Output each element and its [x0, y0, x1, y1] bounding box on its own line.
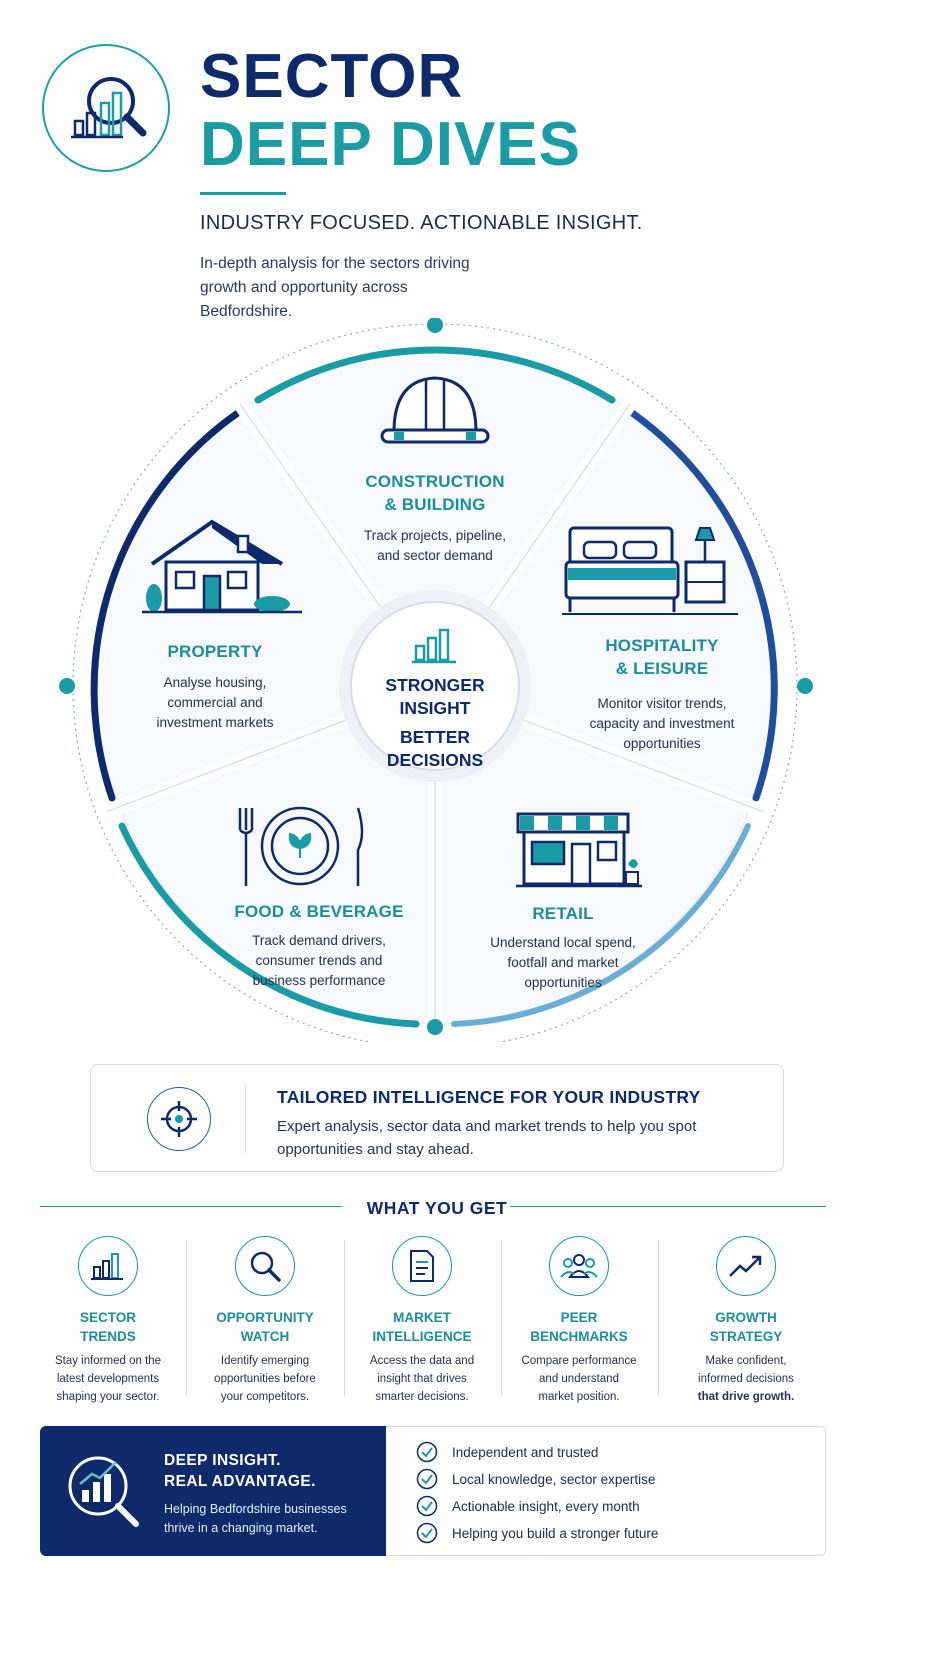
banner-text: Helping Bedfordshire businesses thrive i… — [164, 1502, 347, 1535]
segment-food-beverage[interactable]: FOOD & BEVERAGE Track demand drivers, co… — [208, 900, 430, 991]
property-text-2: commercial and — [167, 695, 263, 710]
bed-icon — [562, 522, 738, 622]
check-item-label: Actionable insight, every month — [452, 1498, 640, 1514]
check-circle-icon — [416, 1522, 438, 1544]
food-text-2: consumer trends and — [255, 953, 383, 968]
property-text-1: Analyse housing, — [163, 675, 267, 690]
benefit-divider — [658, 1240, 659, 1396]
hub-chart-icon — [412, 620, 460, 664]
bar-chart-icon — [78, 1236, 138, 1296]
title-divider — [200, 192, 286, 195]
document-icon — [392, 1236, 452, 1296]
hospitality-text-2: capacity and investment — [589, 716, 735, 731]
tailored-intelligence-box: TAILORED INTELLIGENCE FOR YOUR INDUSTRY … — [90, 1064, 784, 1172]
hospitality-title-1: HOSPITALITY — [605, 636, 719, 655]
food-title-1: FOOD & BEVERAGE — [234, 902, 404, 921]
page-title-line1: SECTOR — [200, 42, 464, 111]
benefit-divider — [344, 1240, 345, 1396]
benefit-divider — [186, 1240, 187, 1396]
check-item: Helping you build a stronger future — [416, 1522, 658, 1544]
people-icon — [549, 1236, 609, 1296]
hub-text: STRONGER INSIGHT BETTER DECISIONS — [355, 674, 515, 772]
hospitality-text-1: Monitor visitor trends, — [597, 696, 727, 711]
segment-construction[interactable]: CONSTRUCTION & BUILDING Track projects, … — [315, 470, 555, 566]
hard-hat-icon — [376, 370, 494, 456]
page-title-line2: DEEP DIVES — [200, 110, 582, 179]
magnifier-icon — [235, 1236, 295, 1296]
tailored-title: TAILORED INTELLIGENCE FOR YOUR INDUSTRY — [277, 1087, 701, 1107]
check-item-label: Independent and trusted — [452, 1444, 599, 1460]
segment-hospitality[interactable]: HOSPITALITY & LEISURE Monitor visitor tr… — [562, 634, 762, 754]
wyg-rule-right — [510, 1206, 826, 1207]
tailored-text: Expert analysis, sector data and market … — [277, 1118, 697, 1158]
hub-line-4: DECISIONS — [386, 750, 484, 770]
retail-text-2: footfall and market — [507, 955, 619, 970]
hub-line-1: STRONGER — [385, 675, 485, 695]
hospitality-title-2: & LEISURE — [615, 659, 709, 678]
house-icon — [142, 514, 302, 618]
check-item-label: Local knowledge, sector expertise — [452, 1471, 656, 1487]
check-circle-icon — [416, 1495, 438, 1517]
check-item: Local knowledge, sector expertise — [416, 1468, 655, 1490]
intro-text: In-depth analysis for the sectors drivin… — [200, 255, 470, 320]
food-text-3: business performance — [252, 973, 386, 988]
banner-summary: DEEP INSIGHT.REAL ADVANTAGE. Helping Bed… — [40, 1426, 386, 1556]
banner-checklist: Independent and trusted Local knowledge,… — [386, 1426, 826, 1556]
check-item: Independent and trusted — [416, 1441, 598, 1463]
benefit-divider — [501, 1240, 502, 1396]
property-text-3: investment markets — [156, 715, 274, 730]
tailored-divider — [245, 1085, 246, 1153]
hub-line-2: INSIGHT — [399, 698, 471, 718]
construction-title-2: & BUILDING — [384, 495, 486, 514]
check-item-label: Helping you build a stronger future — [452, 1525, 659, 1541]
what-you-get-title: WHAT YOU GET — [366, 1198, 508, 1218]
construction-text-1: Track projects, pipeline, — [363, 528, 507, 543]
food-text-1: Track demand drivers, — [252, 933, 386, 948]
segment-property[interactable]: PROPERTY Analyse housing, commercial and… — [130, 640, 300, 733]
retail-text-3: opportunities — [524, 975, 602, 990]
retail-text-1: Understand local spend, — [490, 935, 636, 950]
shop-icon — [516, 806, 642, 890]
wyg-rule-left — [40, 1206, 342, 1207]
header-analytics-icon — [42, 44, 170, 172]
insight-magnifier-icon — [64, 1452, 142, 1530]
check-item: Actionable insight, every month — [416, 1495, 640, 1517]
trend-up-icon — [716, 1236, 776, 1296]
plate-icon — [232, 804, 368, 890]
segment-retail[interactable]: RETAIL Understand local spend, footfall … — [468, 902, 658, 993]
retail-title-1: RETAIL — [532, 904, 594, 923]
check-circle-icon — [416, 1468, 438, 1490]
target-icon — [147, 1087, 211, 1151]
banner-title: DEEP INSIGHT.REAL ADVANTAGE. — [164, 1452, 316, 1490]
tagline: INDUSTRY FOCUSED. ACTIONABLE INSIGHT. — [200, 212, 643, 234]
construction-title-1: CONSTRUCTION — [365, 472, 505, 491]
hub-line-3: BETTER — [400, 727, 470, 747]
property-title-1: PROPERTY — [167, 642, 263, 661]
sector-wheel: STRONGER INSIGHT BETTER DECISIONS CONSTR… — [50, 318, 822, 1042]
check-circle-icon — [416, 1441, 438, 1463]
construction-text-2: and sector demand — [377, 548, 493, 563]
hospitality-text-3: opportunities — [623, 736, 701, 751]
